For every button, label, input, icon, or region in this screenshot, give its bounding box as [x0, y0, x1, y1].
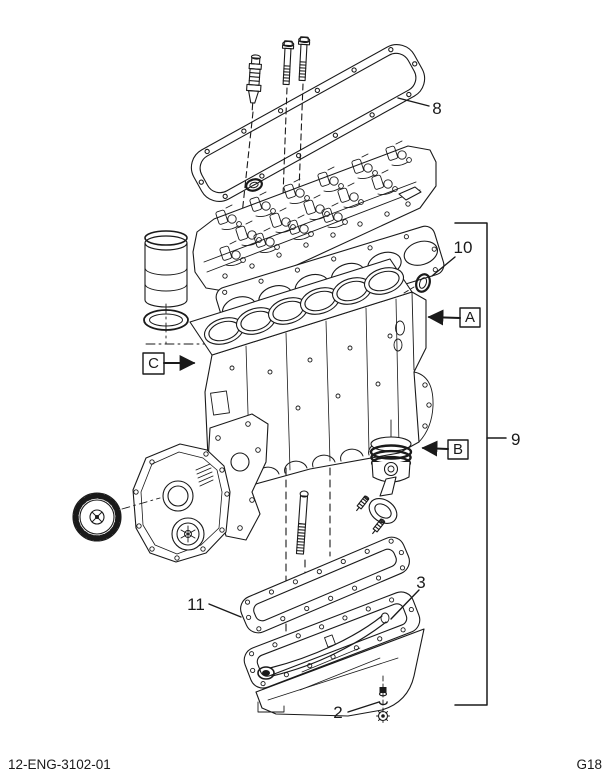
oil-pan-stud: [285, 467, 331, 637]
ref-c-label: C: [148, 355, 159, 372]
fuel-injector: [237, 54, 262, 253]
cylinder-head-bolts: [280, 36, 311, 197]
callout-ref-b: B: [421, 439, 469, 460]
callout-10-label: 10: [454, 238, 473, 257]
piston-connecting-rod: [354, 419, 413, 536]
callout-10: 10: [431, 238, 473, 277]
callout-3: 3: [390, 573, 426, 620]
callout-9-label: 9: [511, 430, 520, 449]
callout-11-label: 11: [187, 595, 205, 614]
assembly-bracket-9: [454, 222, 507, 706]
injector-seal-ring: [245, 178, 263, 192]
ref-a-label: A: [465, 309, 475, 326]
cylinder-liner: [144, 230, 188, 308]
oil-pickup-tube: [257, 612, 390, 680]
callout-8-label: 8: [432, 99, 441, 118]
valve-cover-gasket: [190, 44, 426, 202]
callout-ref-a: A: [427, 307, 481, 328]
front-cover: [132, 443, 231, 563]
callout-2-label: 2: [333, 703, 342, 722]
footer-part-number: 12-ENG-3102-01: [8, 757, 111, 772]
seal-ring-10: [403, 273, 431, 294]
callout-ref-c: C: [142, 352, 196, 375]
callout-11: 11: [187, 595, 242, 618]
callout-9: 9: [511, 430, 520, 449]
callout-2: 2: [333, 701, 380, 722]
cylinder-head: [192, 140, 437, 293]
crankshaft-gear: [72, 492, 161, 542]
oil-pan-gasket: [240, 536, 410, 634]
footer-page-code: G18: [576, 757, 602, 772]
callout-8: 8: [397, 97, 442, 118]
ref-b-label: B: [453, 441, 463, 458]
oil-pan: [243, 591, 425, 717]
oil-pan-drain-plug: [376, 675, 390, 723]
callout-3-label: 3: [416, 573, 425, 592]
